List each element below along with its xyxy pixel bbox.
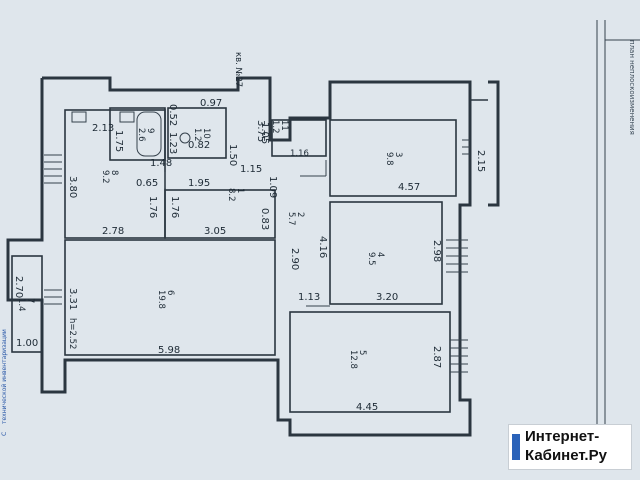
room-4-outline (329, 201, 443, 305)
room-area: 5.7 (286, 212, 296, 226)
dimension-label: 2.13 (92, 123, 114, 134)
room-number: 10 (201, 128, 211, 139)
outer-wall-right (488, 80, 500, 207)
toilet-fixture (179, 132, 191, 144)
room-number: 4 (375, 252, 385, 257)
room-10-label: 10 1.2 (192, 128, 211, 142)
dimension-label: 1.75 (113, 130, 124, 152)
room-5-outline (289, 311, 451, 413)
room-number: 3 (393, 152, 403, 157)
dimension-label: 1.48 (150, 158, 172, 169)
room-area: 2.6 (136, 128, 146, 142)
room-area: 9.5 (366, 252, 376, 266)
room-11-label: 11 1.2 (270, 120, 289, 134)
room-area: 8.2 (226, 188, 236, 202)
room-area: 9.8 (384, 152, 394, 166)
dimension-label: 2.98 (431, 240, 442, 262)
window (44, 154, 62, 184)
watermark-line-1: Интернет- (525, 428, 600, 445)
window (462, 139, 470, 155)
room-6-label: 6 19.8 (156, 290, 175, 309)
apartment-stamp: кв. №27 (233, 52, 243, 87)
room-number: 6 (165, 290, 175, 295)
outer-wall (6, 76, 472, 437)
dimension-label: 1.23 (167, 132, 178, 154)
room-number: 11 (279, 120, 289, 131)
sink-fixture (119, 111, 135, 123)
room-number: 5 (357, 350, 367, 355)
dimension-label: 2.70 (13, 276, 24, 298)
dimension-label: 1.00 (16, 338, 38, 349)
room-7-outline (11, 255, 43, 353)
room-number: 8 (109, 170, 119, 175)
dimension-label: 1.76 (147, 196, 158, 218)
stove-fixture (71, 111, 87, 123)
bathtub-fixture (136, 111, 162, 157)
dimension-label: 1.50 (227, 144, 238, 166)
room-3-label: 3 9.8 (384, 152, 403, 166)
corner-text: технической инвентаризации (1, 329, 8, 424)
dimension-label: 1.13 (298, 292, 320, 303)
dimension-label: 1.76 (169, 196, 180, 218)
dimension-label: 2.87 (431, 346, 442, 368)
dimension-label: 0.65 (136, 178, 158, 189)
window (446, 239, 468, 273)
dimension-label: 2.90 (289, 248, 300, 270)
room-5-label: 5 12.8 (348, 350, 367, 369)
dimension-label: 0.52 (167, 104, 178, 126)
room-4-label: 4 9.5 (366, 252, 385, 266)
dimension-label: 3.75 (255, 120, 266, 142)
site-watermark: Интернет- Кабинет.Ру (508, 424, 632, 470)
room-area: 1.2 (270, 120, 280, 134)
room-6-outline (64, 239, 276, 356)
dimension-label: 3.05 (204, 226, 226, 237)
room-2-label: 2 5.7 (286, 212, 305, 226)
dimension-label: 3.80 (67, 176, 78, 198)
room-number: 9 (145, 128, 155, 133)
corner-text-2: С (1, 432, 8, 436)
dimension-label: 4.57 (398, 182, 420, 193)
watermark-line-2: Кабинет.Ру (525, 447, 607, 464)
room-8-label: 8 9.2 (100, 170, 119, 184)
room-1-label: 1 8.2 (226, 188, 245, 202)
dimension-label: 0.82 (188, 140, 210, 151)
room-area: 1.2 (192, 128, 202, 142)
window (450, 339, 468, 373)
room-area: 1.4 (16, 298, 26, 312)
room-3-outline (329, 119, 457, 197)
dimension-label: 1.15 (240, 164, 262, 175)
dimension-label: 3.20 (376, 292, 398, 303)
dimension-label: 1.16 (290, 149, 309, 159)
dimension-label: 1.05 (259, 122, 270, 144)
room-10-outline (167, 107, 227, 159)
room-9-label: 9 2.6 (136, 128, 155, 142)
room-area: 12.8 (348, 350, 358, 369)
dimension-label: 2.15 (475, 150, 486, 172)
dimension-label: 0.83 (259, 208, 270, 230)
room-9-outline (109, 107, 166, 161)
room-number: 7 (25, 298, 35, 303)
room-11-outline (271, 119, 327, 157)
dimension-label: 3.31 (67, 288, 78, 310)
dimension-label: 4.16 (317, 236, 328, 258)
room-7-label: 7 1.4 (16, 298, 35, 312)
corridor-outline (164, 189, 276, 239)
dimension-label: 1.95 (188, 178, 210, 189)
room-number: 1 (235, 188, 245, 193)
side-text: план неплоскоизменения (628, 40, 636, 135)
dimension-label: 1.09 (267, 176, 278, 198)
dimension-label: 5.98 (158, 345, 180, 356)
window (44, 289, 62, 305)
watermark-accent-bar (512, 434, 520, 460)
dimension-label: 4.45 (356, 402, 378, 413)
room-area: 19.8 (156, 290, 166, 309)
room-number: 2 (295, 212, 305, 217)
dimension-label: 0.97 (200, 98, 222, 109)
room-area: 9.2 (100, 170, 110, 184)
dimension-label: 2.78 (102, 226, 124, 237)
ceiling-height-label: h=2.52 (67, 318, 77, 349)
